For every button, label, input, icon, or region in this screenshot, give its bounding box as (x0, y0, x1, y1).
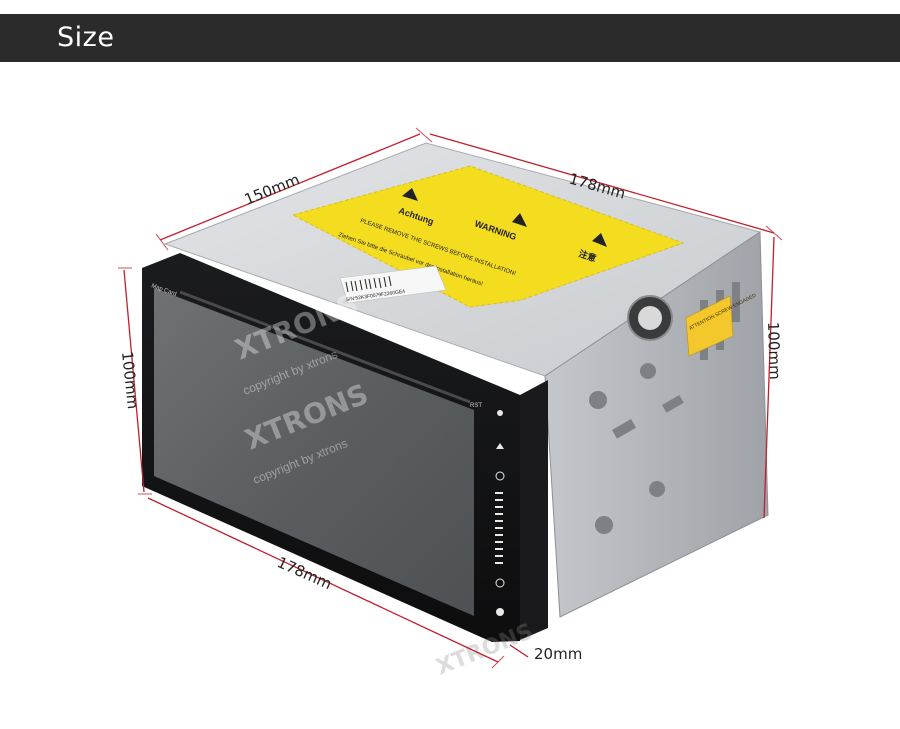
dimension-lines (123, 133, 775, 663)
barcode-label (339, 265, 447, 304)
warning-triangle-left (402, 188, 418, 201)
attention-label (685, 295, 734, 357)
warning-sticker (291, 165, 685, 308)
bezel-buttons (495, 410, 505, 616)
dim-height-left: 100mm (118, 351, 142, 410)
page-title: Size (57, 22, 115, 53)
barcode-bars (345, 275, 392, 293)
bezel-side (520, 380, 548, 640)
touch-screen (154, 288, 474, 616)
dim-bezel-depth: 20mm (534, 645, 582, 663)
rst-label: RST (470, 403, 482, 409)
disc-slot (179, 290, 471, 404)
dimension-extension-lines (118, 127, 783, 669)
dim-height-right: 100mm (764, 322, 784, 380)
header-bar: Size (0, 14, 900, 62)
warning-triangle-center (512, 213, 527, 227)
warning-triangle-right (592, 233, 607, 247)
